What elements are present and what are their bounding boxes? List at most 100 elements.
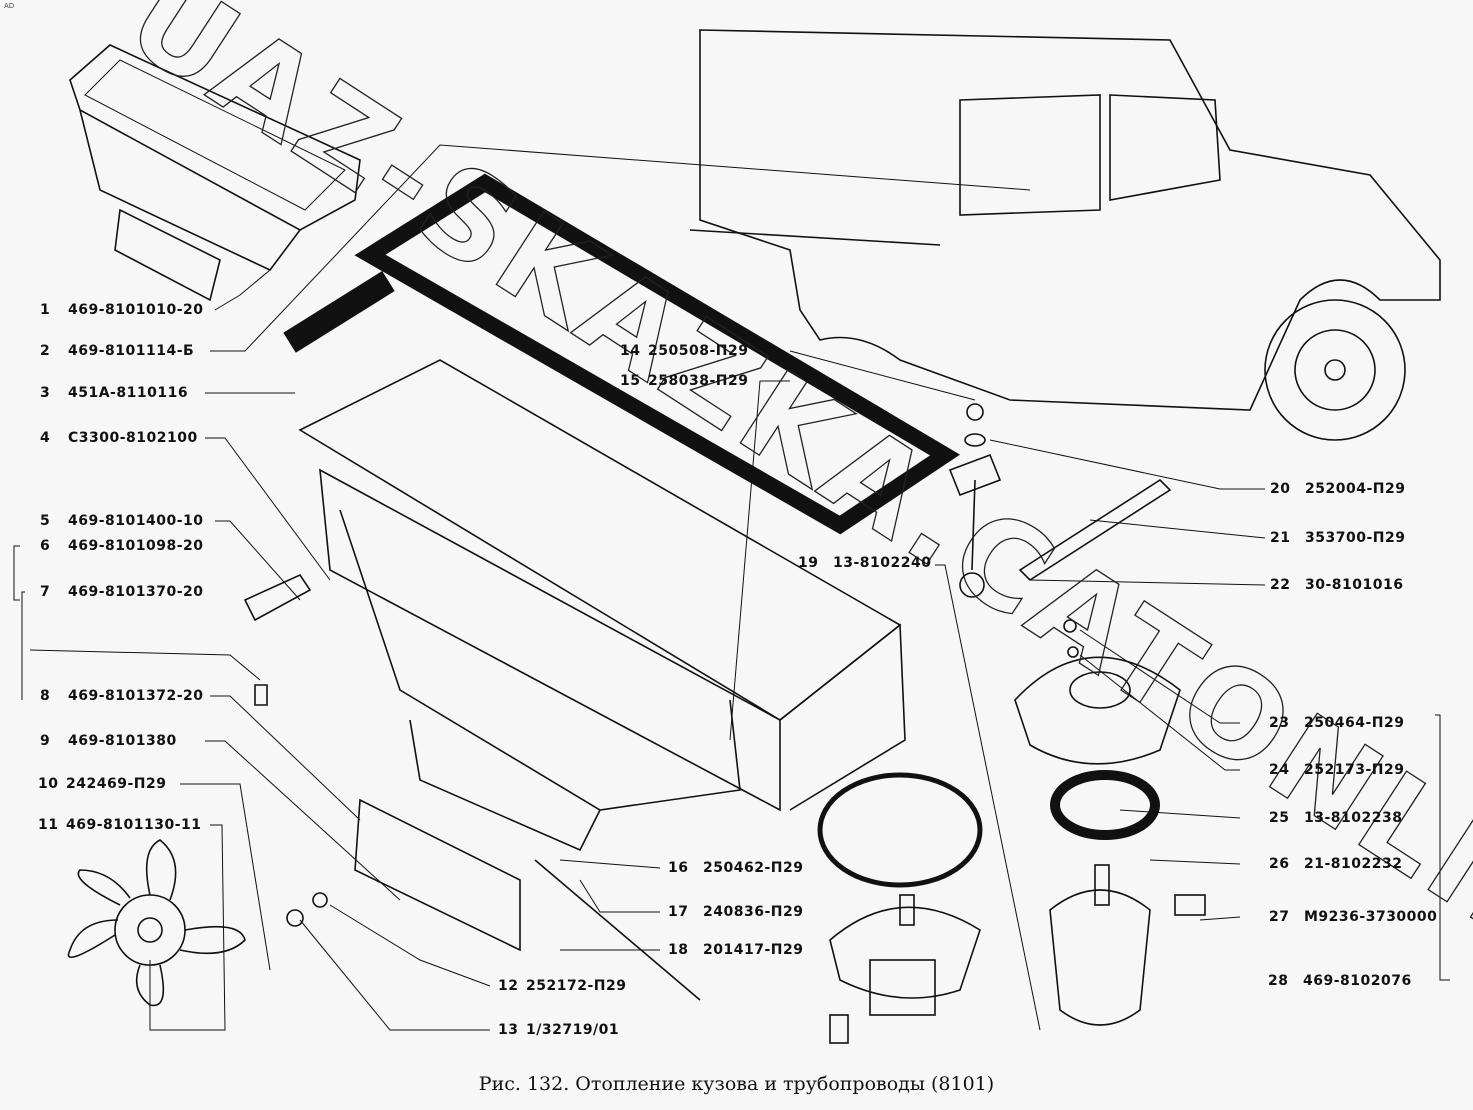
part-number: 4: [40, 430, 51, 446]
part-code: 469-8101114-Б: [68, 343, 195, 359]
tube-22: [1018, 478, 1172, 582]
part-code: 252172-П29: [526, 978, 627, 994]
part-number: 1: [40, 302, 51, 318]
part-label-4: 4 С3300-8102100: [40, 430, 198, 446]
part-label-19: 19 13-8102240: [798, 555, 931, 571]
part-number: 15: [620, 373, 641, 389]
part-number: 21: [1270, 530, 1291, 546]
part-label-13: 13 1/32719/01: [498, 1022, 619, 1038]
gasket-2: [354, 173, 961, 535]
part-number: 22: [1270, 577, 1291, 593]
rod-18: [534, 859, 701, 1001]
part-label-14: 14 250508-П29: [620, 343, 748, 359]
part-number: 10: [38, 776, 59, 792]
part-label-26: 26 21-8102232: [1269, 856, 1402, 872]
motor-assembly-27: [1014, 619, 1206, 1026]
bolt-19: [959, 479, 985, 598]
part-code: 252173-П29: [1304, 762, 1405, 778]
part-number: 7: [40, 584, 51, 600]
part-number: 27: [1269, 909, 1290, 925]
part-code: М9236-3730000: [1304, 909, 1438, 925]
clip-6: [243, 573, 312, 622]
part-number: 25: [1269, 810, 1290, 826]
leader-lines: [13, 144, 1450, 1031]
part-number: 6: [40, 538, 51, 554]
part-number: 26: [1269, 856, 1290, 872]
part-code: 240836-П29: [703, 904, 804, 920]
part-code: 250462-П29: [703, 860, 804, 876]
part-code: 13-8102240: [833, 555, 932, 571]
washer-15: [964, 433, 986, 447]
part-number: 3: [40, 385, 51, 401]
part-number: 9: [40, 733, 51, 749]
part-label-24: 24 252173-П29: [1269, 762, 1404, 778]
washer-12: [312, 892, 328, 908]
part-label-10: 10 242469-П29: [38, 776, 166, 792]
screw-8: [254, 684, 268, 706]
part-number: 11: [38, 817, 59, 833]
part-code: 252004-П29: [1305, 481, 1406, 497]
part-label-20: 20 252004-П29: [1270, 481, 1405, 497]
heater-assembly-1: [69, 44, 361, 302]
part-number: 2: [40, 343, 51, 359]
motor-assembly-16: [817, 772, 983, 1044]
part-label-21: 21 353700-П29: [1270, 530, 1405, 546]
part-code: 258038-П29: [648, 373, 749, 389]
part-number: 12: [498, 978, 519, 994]
part-code: 1/32719/01: [526, 1022, 620, 1038]
corner-mark: AD: [4, 2, 15, 10]
part-number: 18: [668, 942, 689, 958]
nut-14: [966, 403, 984, 421]
seal-3: [283, 270, 395, 353]
part-code: 469-8101098-20: [68, 538, 204, 554]
bracket-20: [948, 453, 1002, 497]
part-label-23: 23 250464-П29: [1269, 715, 1404, 731]
part-code: 30-8101016: [1305, 577, 1404, 593]
part-label-12: 12 252172-П29: [498, 978, 626, 994]
part-code: 469-8101380: [68, 733, 177, 749]
part-code: 21-8102232: [1304, 856, 1403, 872]
part-number: 19: [798, 555, 819, 571]
part-code: 250464-П29: [1304, 715, 1405, 731]
vehicle-illustration: [689, 29, 1441, 441]
part-number: 14: [620, 343, 641, 359]
part-number: 24: [1269, 762, 1290, 778]
part-code: 469-8102076: [1303, 973, 1412, 989]
frame-12: [354, 798, 521, 952]
part-label-9: 9 469-8101380: [40, 733, 177, 749]
part-number: 8: [40, 688, 51, 704]
part-label-27: 27 М9236-3730000: [1269, 909, 1437, 925]
figure-caption: Рис. 132. Отопление кузова и трубопровод…: [478, 1073, 995, 1095]
part-number: 13: [498, 1022, 519, 1038]
part-number: 20: [1270, 481, 1291, 497]
part-code: 469-8101372-20: [68, 688, 204, 704]
part-label-22: 22 30-8101016: [1270, 577, 1403, 593]
part-code: 13-8102238: [1304, 810, 1403, 826]
part-label-28: 28 469-8102076: [1268, 973, 1412, 989]
part-number: 5: [40, 513, 51, 529]
part-number: 23: [1269, 715, 1290, 731]
part-code: 250508-П29: [648, 343, 749, 359]
screw-10: [286, 909, 304, 927]
part-label-7: 7 469-8101370-20: [40, 584, 204, 600]
part-number: 28: [1268, 973, 1289, 989]
part-code: 451А-8110116: [68, 385, 189, 401]
heater-housing-4: [298, 359, 906, 852]
part-code: 353700-П29: [1305, 530, 1406, 546]
part-label-6: 6 469-8101098-20: [40, 538, 204, 554]
part-code: 242469-П29: [66, 776, 167, 792]
part-label-3: 3 451А-8110116: [40, 385, 188, 401]
part-label-8: 8 469-8101372-20: [40, 688, 204, 704]
part-code: 469-8101400-10: [68, 513, 204, 529]
part-code: С3300-8102100: [68, 430, 198, 446]
part-label-15: 15 258038-П29: [620, 373, 748, 389]
part-code: 469-8101370-20: [68, 584, 204, 600]
part-label-2: 2 469-8101114-Б: [40, 343, 194, 359]
